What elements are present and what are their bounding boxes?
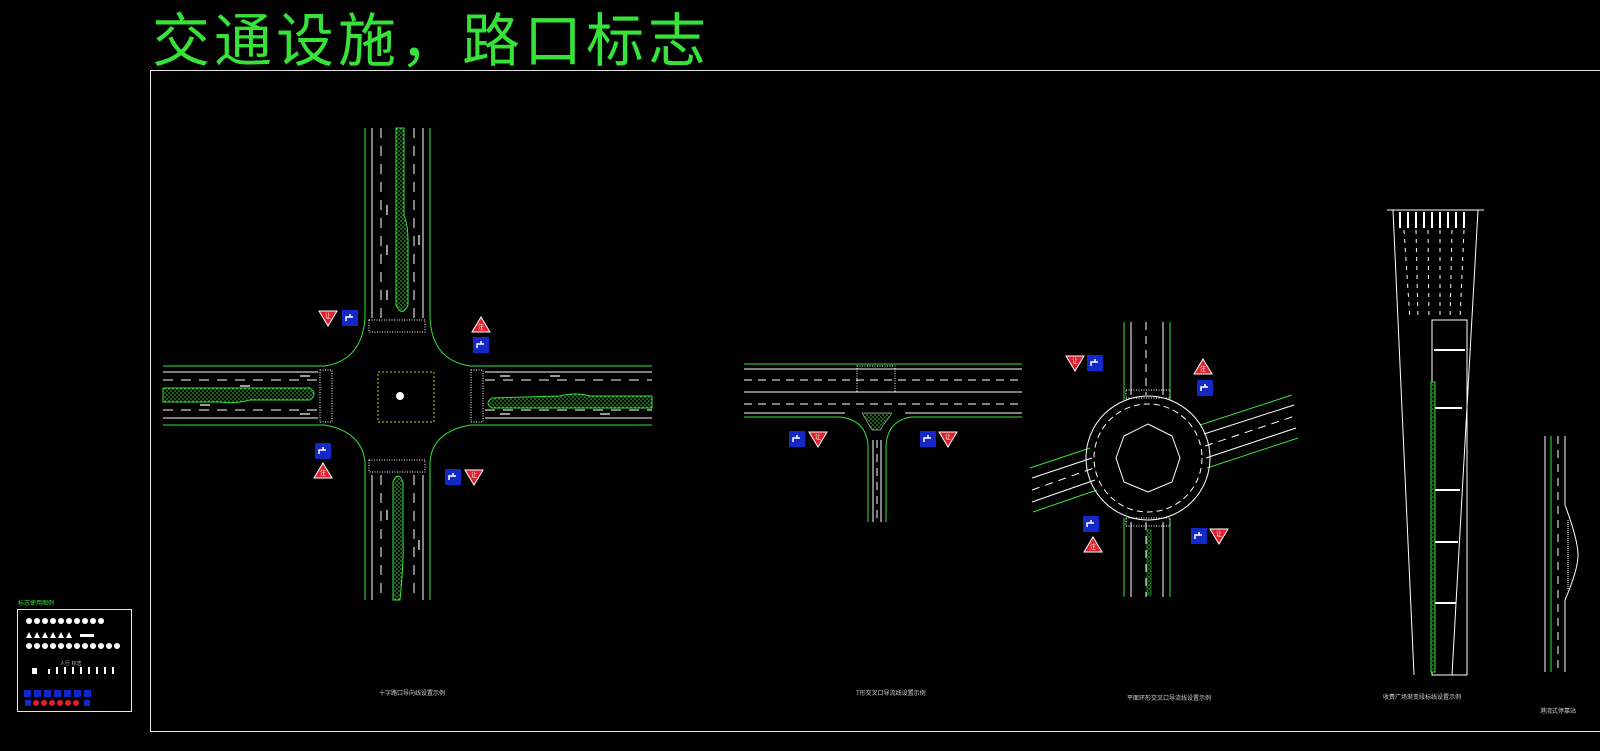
- east-approach: [470, 365, 653, 426]
- toll-plaza-taper: [1387, 209, 1484, 676]
- caption-bus-bay: 港湾式停靠站: [1540, 708, 1577, 715]
- caption-four-way: 十字路口导向线设置示例: [379, 690, 446, 697]
- legend-icons: [24, 618, 120, 706]
- roundabout: [1029, 322, 1299, 597]
- legend-box: [17, 609, 132, 712]
- south-approach: [364, 459, 431, 601]
- caption-toll-plaza: 收费广场渐变段标线设置示例: [1383, 694, 1462, 701]
- bus-bay: [1544, 436, 1579, 672]
- page-title: 交通设施，路口标志: [152, 7, 711, 75]
- legend-title: 标志使用图例: [18, 600, 55, 607]
- four-way-intersection: [162, 127, 653, 601]
- north-approach: [364, 127, 431, 333]
- caption-roundabout: 平面环形交叉口导流线设置示例: [1127, 695, 1212, 702]
- caption-t-intersection: T形交叉口导流线设置示例: [856, 690, 926, 697]
- west-approach: [162, 365, 333, 426]
- legend-row-label: 人行 标志: [60, 661, 82, 667]
- drawing-frame: [150, 70, 1600, 732]
- t-intersection: [744, 363, 1022, 522]
